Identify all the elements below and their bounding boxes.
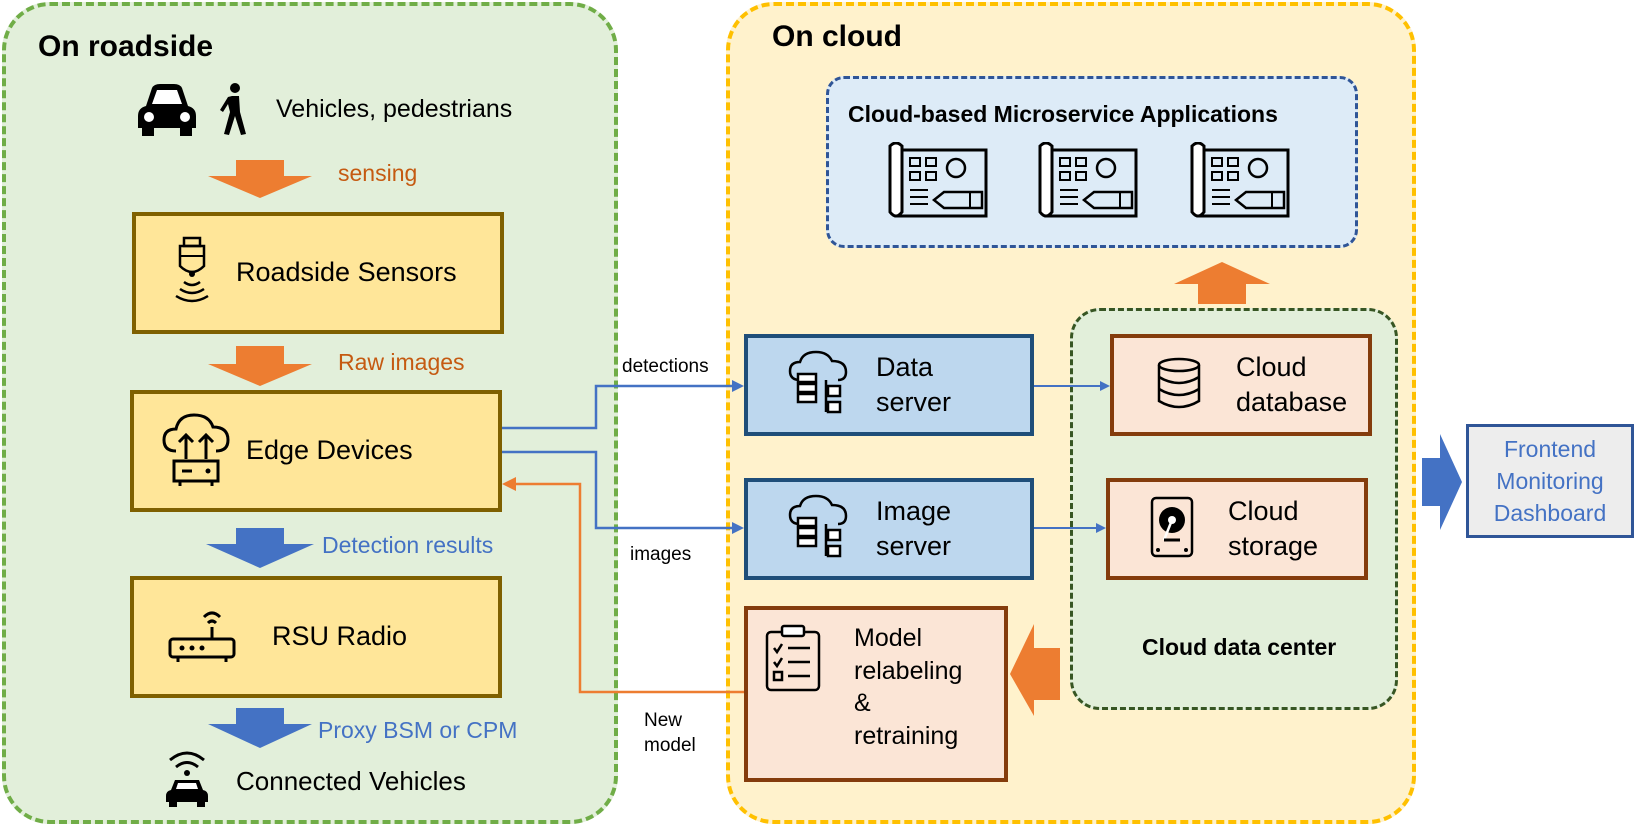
vehicles-pedestrians-label: Vehicles, pedestrians xyxy=(276,95,513,123)
image-server-label-line1: Image xyxy=(876,495,952,526)
connected-vehicle-icon xyxy=(164,748,210,813)
frontend-label-line2: Monitoring xyxy=(1496,467,1604,494)
roadside-sensors-box: Roadside Sensors xyxy=(132,212,504,334)
car-icon xyxy=(136,80,198,143)
database-icon xyxy=(1156,357,1202,414)
checklist-icon xyxy=(764,624,822,697)
app-blueprint-icon xyxy=(888,141,990,227)
cloud-database-label-line1: Cloud xyxy=(1236,351,1307,382)
image-server-text: Image server xyxy=(876,494,951,564)
roadside-sensors-label: Roadside Sensors xyxy=(236,257,457,288)
cloud-data-center-label: Cloud data center xyxy=(1142,634,1337,660)
cloud-database-box: Cloud database xyxy=(1110,334,1372,436)
frontend-dashboard-box: Frontend Monitoring Dashboard xyxy=(1466,424,1634,538)
cloud-server-icon xyxy=(788,350,850,421)
cloud-server-icon xyxy=(788,494,850,565)
new-model-label-line2: model xyxy=(644,735,696,756)
model-retraining-text: Model relabeling & retraining xyxy=(854,622,962,752)
raw-images-arrow xyxy=(208,346,312,386)
detection-results-label: Detection results xyxy=(322,532,494,558)
cloud-database-text: Cloud database xyxy=(1236,350,1347,420)
sensing-label: sensing xyxy=(338,160,418,186)
new-model-line xyxy=(510,482,744,694)
roadside-title: On roadside xyxy=(38,30,214,63)
model-retraining-box: Model relabeling & retraining xyxy=(744,606,1008,782)
data-server-box: Data server xyxy=(744,334,1034,436)
connected-vehicles-label: Connected Vehicles xyxy=(236,766,466,796)
model-label-line1: Model xyxy=(854,624,923,652)
app-blueprint-icon xyxy=(1190,141,1292,227)
microservice-region xyxy=(826,76,1358,248)
new-model-label-line1: New xyxy=(644,710,683,731)
proxy-arrow xyxy=(208,708,312,748)
cloud-storage-text: Cloud storage xyxy=(1228,494,1318,564)
images-label: images xyxy=(630,544,692,565)
right-arrow xyxy=(1422,434,1462,530)
app-blueprint-icon xyxy=(1038,141,1140,227)
detections-label: detections xyxy=(622,356,709,377)
data-server-text: Data server xyxy=(876,350,951,420)
raw-images-label: Raw images xyxy=(338,349,465,375)
sensor-icon xyxy=(172,236,212,311)
data-server-label-line2: server xyxy=(876,387,952,417)
model-label-line4: retraining xyxy=(854,721,959,750)
image-server-box: Image server xyxy=(744,478,1034,580)
data-server-label-line1: Data xyxy=(876,351,934,382)
proxy-bsm-label: Proxy BSM or CPM xyxy=(318,717,518,743)
model-label-line3: & xyxy=(854,689,871,717)
edge-devices-box: Edge Devices xyxy=(130,390,502,512)
cloud-storage-box: Cloud storage xyxy=(1106,478,1368,580)
model-label-line2: relabeling xyxy=(854,656,963,685)
images-line xyxy=(502,450,740,530)
image-server-label-line2: server xyxy=(876,531,952,561)
hard-drive-icon xyxy=(1150,496,1194,563)
rsu-radio-label: RSU Radio xyxy=(272,621,408,652)
detections-line xyxy=(502,384,740,430)
up-arrow xyxy=(1174,262,1270,304)
rsu-radio-box: RSU Radio xyxy=(130,576,502,698)
sensing-arrow xyxy=(208,160,312,198)
edge-devices-label: Edge Devices xyxy=(246,435,413,466)
cloud-storage-label-line2: storage xyxy=(1228,531,1319,561)
detection-results-arrow xyxy=(206,528,314,568)
cloud-title: On cloud xyxy=(772,20,902,53)
edge-cloud-icon xyxy=(162,411,230,492)
microservice-title: Cloud-based Microservice Applications xyxy=(848,101,1278,127)
router-icon xyxy=(168,607,236,668)
frontend-label-line3: Dashboard xyxy=(1493,500,1607,527)
pedestrian-icon xyxy=(220,82,250,141)
cloud-database-label-line2: database xyxy=(1236,387,1348,417)
left-arrow xyxy=(1010,624,1060,716)
cloud-storage-label-line1: Cloud xyxy=(1228,495,1299,526)
frontend-label-line1: Frontend xyxy=(1503,435,1597,462)
